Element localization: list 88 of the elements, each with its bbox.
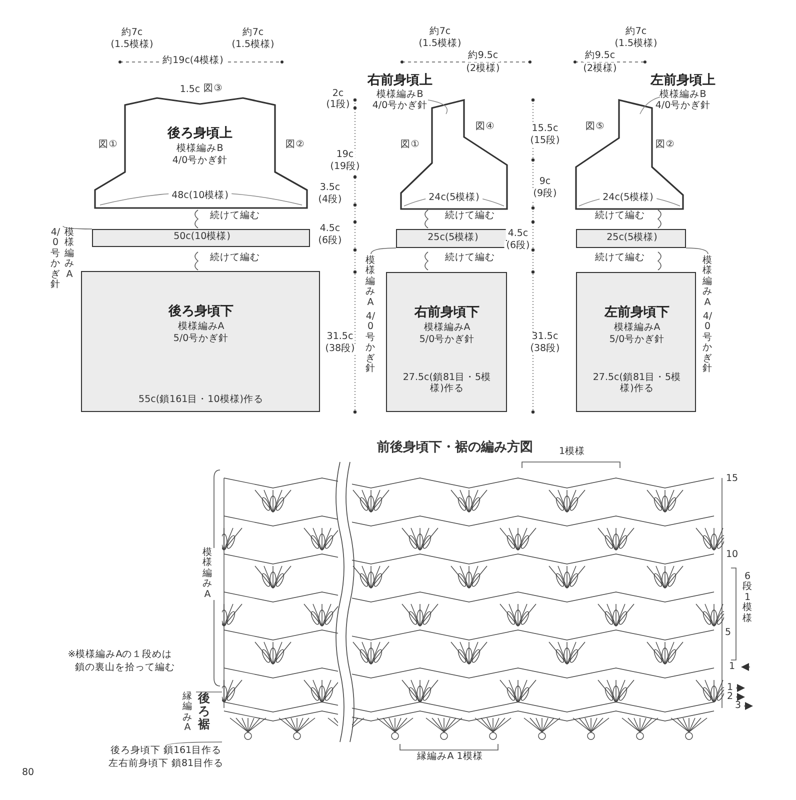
- pattern-note: 模様編みB: [376, 90, 424, 100]
- pattern-note: 4/0号かぎ針: [372, 101, 428, 112]
- dimension-label: 31.5c: [530, 332, 560, 343]
- dimension-label: (6段): [316, 236, 344, 247]
- dimension-label: 4.5c: [506, 229, 530, 240]
- pattern-note: 5/0号かぎ針: [173, 334, 229, 345]
- leader-line: [370, 248, 396, 254]
- leader-line: [686, 248, 708, 254]
- dimension-label: 15.5c: [530, 124, 560, 135]
- pattern-note: 左右前身頃下 鎖81目作る: [108, 759, 224, 770]
- pattern-note: 後ろ身頃下 鎖161目作る: [110, 746, 222, 757]
- dimension-label: (38段): [323, 344, 357, 355]
- dimension-label: 24c(5模様): [600, 193, 656, 204]
- dimension-label: 続けて編む: [208, 211, 262, 222]
- dimension-label: (15段): [528, 136, 562, 147]
- dimension-label: 続けて編む: [593, 253, 647, 264]
- dimension-label: 鎖の裏山を拾って編む: [73, 663, 177, 674]
- callout-title: 後ろ裾: [197, 692, 211, 732]
- pattern-note: 5/0号かぎ針: [419, 335, 475, 346]
- piece-title: 後ろ身頃上: [168, 127, 232, 142]
- callout-text: 4/0号かぎ針: [50, 228, 61, 291]
- dimension-label: (9段): [531, 189, 559, 200]
- leader-line: [62, 226, 92, 230]
- dimension-label: 19c: [334, 150, 356, 161]
- dimension-label: 続けて編む: [593, 211, 647, 222]
- pattern-note: 模様編みA: [614, 323, 660, 334]
- callout-text: 模様編みA: [702, 256, 713, 308]
- dimension-label: (38段): [528, 344, 562, 355]
- piece-title: 右前身頃上: [368, 74, 432, 89]
- piece-title: 左前身頃上: [650, 74, 716, 89]
- callout-text: 模様編みA: [64, 228, 75, 280]
- pattern-piece: [92, 229, 310, 247]
- dimension-label: 約19c(4模様): [160, 56, 226, 67]
- dimension-label: (6段): [504, 241, 532, 252]
- dimension-label: (1段): [324, 100, 352, 111]
- leader-line: [166, 742, 222, 746]
- dimension-label: 続けて編む: [443, 211, 497, 222]
- callout-text: 4/0号かぎ針: [702, 312, 713, 375]
- pattern-piece: [576, 229, 686, 248]
- dimension-label: 図③: [202, 84, 224, 95]
- callout-text: 模様編みA: [365, 256, 376, 308]
- chart-title: 前後身頃下・裾の編み方図: [375, 441, 535, 456]
- dimension-label: (2模様): [464, 64, 502, 75]
- pattern-note: 模様編みA: [178, 322, 224, 333]
- dimension-label: (2模様): [581, 64, 619, 75]
- piece-title: 左前身頃下: [604, 306, 670, 321]
- dimension-label: 図⑤: [584, 122, 606, 133]
- dimension-label: 図①: [96, 140, 120, 151]
- piece-title: 右前身頃下: [414, 306, 480, 321]
- dimension-label: (1.5模様): [230, 40, 276, 51]
- dimension-label: 続けて編む: [208, 253, 262, 264]
- pattern-piece: [576, 272, 696, 412]
- dimension-label: 約7c: [240, 28, 266, 39]
- dimension-label: 約7c: [623, 27, 649, 38]
- stitch-chart-drawing: [222, 462, 724, 742]
- dimension-label: 約7c: [119, 28, 145, 39]
- dimension-label: 縁編みA 1模様: [415, 752, 485, 763]
- dimension-label: (4段): [316, 195, 344, 206]
- dimension-label: 48c(10模様): [168, 191, 232, 202]
- dimension-label: 図②: [654, 140, 676, 151]
- pattern-piece: [92, 95, 310, 210]
- pattern-note: 模様編みB: [660, 90, 706, 100]
- dimension-label: (1.5模様): [416, 39, 464, 50]
- pattern-note: 模様編みA: [424, 323, 470, 334]
- pattern-note: 4/0号かぎ針: [172, 156, 228, 167]
- callout-text: 縁編みA: [182, 692, 193, 734]
- dimension-label: 約9.5c: [466, 51, 500, 62]
- dimension-label: (1.5模様): [612, 39, 660, 50]
- dimension-label: 31.5c: [324, 332, 356, 343]
- dimension-label: 図①: [398, 140, 422, 151]
- dimension-label: 6段1模様: [740, 572, 755, 624]
- pattern-note: 5/0号かぎ針: [609, 335, 665, 346]
- dimension-label: (1.5模様): [108, 40, 156, 51]
- dimension-label: (19段): [328, 162, 362, 173]
- dimension-label: 模様編みA: [200, 548, 215, 600]
- pattern-piece: [396, 229, 507, 248]
- pattern-piece: [386, 272, 507, 412]
- callout-text: 4/0号かぎ針: [365, 312, 376, 375]
- pattern-note: 模様編みB: [176, 144, 224, 155]
- dimension-label: 図②: [284, 140, 306, 151]
- dimension-label: 続けて編む: [443, 253, 497, 264]
- piece-title: 後ろ身頃下: [168, 305, 234, 320]
- pattern-piece: [81, 271, 320, 412]
- dimension-label: 24c(5模様): [426, 193, 482, 204]
- dimension-label: 約7c: [427, 27, 453, 38]
- pattern-note: 4/0号かぎ針: [655, 101, 711, 112]
- dimension-label: 図④: [474, 122, 496, 133]
- dimension-label: 約9.5c: [582, 51, 618, 62]
